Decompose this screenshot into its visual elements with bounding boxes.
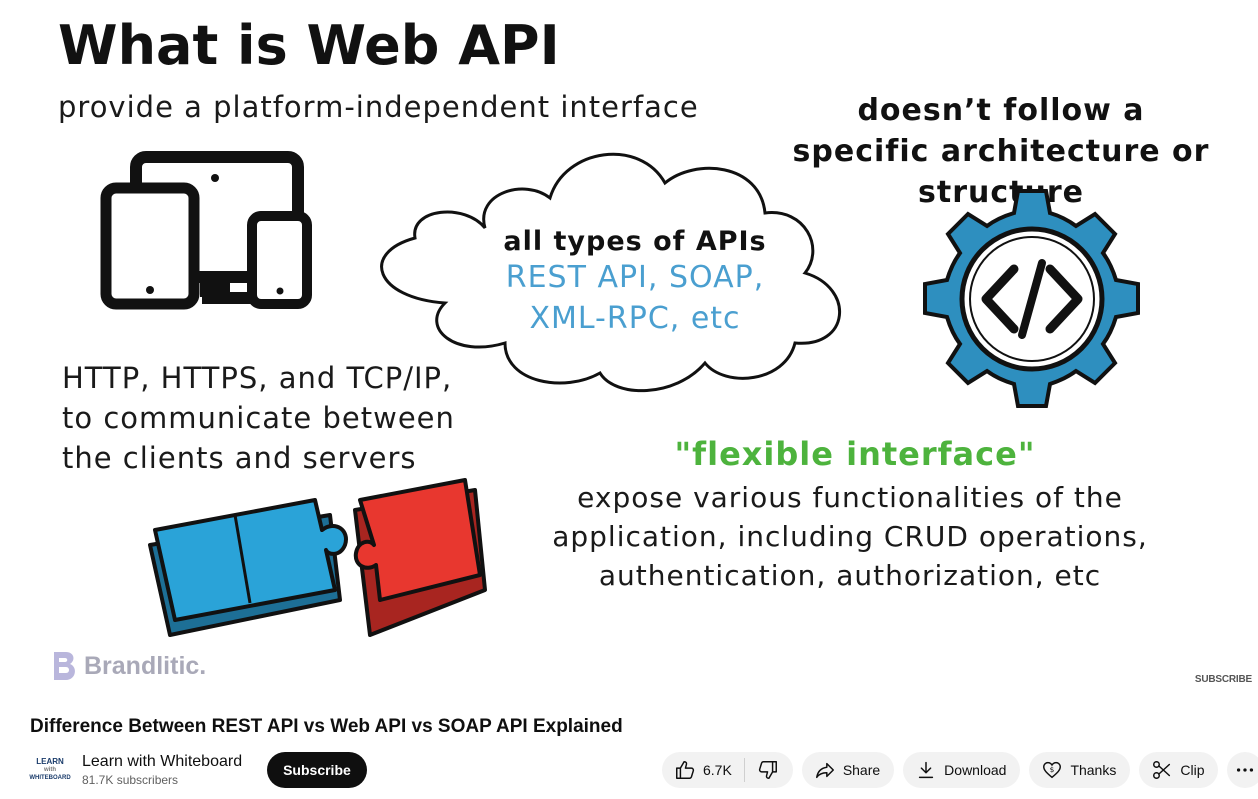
video-title: Difference Between REST API vs Web API v… — [30, 716, 623, 737]
share-label: Share — [842, 762, 881, 778]
thanks-button[interactable]: $ Thanks — [1029, 752, 1131, 788]
svg-text:$: $ — [1050, 765, 1055, 774]
download-icon — [919, 761, 934, 779]
cloud-text: all types of APIs REST API, SOAP, XML-RP… — [470, 226, 800, 339]
avatar-line2: with — [44, 767, 56, 773]
action-bar: 6.7K Share Download $ Thanks Clip — [662, 752, 1258, 788]
devices-illustration — [100, 151, 312, 310]
more-icon — [1237, 768, 1254, 772]
share-button[interactable]: Share — [801, 752, 895, 788]
download-label: Download — [944, 762, 1007, 778]
thumbs-down-icon — [758, 761, 777, 779]
video-player[interactable]: What is Web API provide a platform-indep… — [0, 0, 1258, 700]
scissors-icon — [1153, 761, 1171, 779]
puzzle-illustration — [148, 478, 487, 637]
like-button[interactable]: 6.7K — [662, 752, 744, 788]
flexible-body: expose various functionalities of the ap… — [552, 481, 1148, 592]
thanks-label: Thanks — [1070, 762, 1117, 778]
more-actions-button[interactable] — [1227, 752, 1258, 788]
subscribe-button[interactable]: Subscribe — [267, 752, 367, 788]
slide-right-heading: doesn’t follow a specific architecture o… — [792, 93, 1210, 210]
brand-name: Brandlitic. — [84, 651, 207, 680]
thumbs-up-icon — [676, 761, 695, 779]
protocols-text: HTTP, HTTPS, and TCP/IP, to communicate … — [62, 361, 455, 475]
like-divider — [743, 758, 745, 782]
cloud-heading: all types of APIs — [503, 226, 767, 257]
share-icon — [815, 762, 834, 779]
channel-info: Learn with Whiteboard 81.7K subscribers — [82, 753, 242, 787]
dislike-button[interactable] — [745, 752, 793, 788]
channel-row: LEARN with WHITEBOARD Learn with Whitebo… — [29, 750, 367, 790]
flexible-heading: "flexible interface" — [674, 435, 1036, 473]
brand-watermark: Brandlitic. — [52, 650, 206, 682]
channel-avatar[interactable]: LEARN with WHITEBOARD — [29, 750, 71, 790]
slide-title: What is Web API — [58, 14, 560, 77]
clip-button[interactable]: Clip — [1139, 752, 1219, 788]
subscriber-count: 81.7K subscribers — [82, 773, 179, 787]
slide-subtitle: provide a platform-independent interface — [58, 90, 699, 124]
thanks-icon: $ — [1043, 761, 1062, 779]
download-button[interactable]: Download — [903, 752, 1021, 788]
brand-logo-icon — [54, 652, 75, 680]
subscribe-watermark[interactable]: SUBSCRIBE — [1194, 674, 1252, 685]
avatar-line3: WHITEBOARD — [29, 775, 71, 781]
cloud-illustration — [380, 152, 842, 393]
avatar-line1: LEARN — [36, 757, 64, 766]
like-count: 6.7K — [703, 762, 732, 778]
clip-label: Clip — [1180, 762, 1205, 778]
like-dislike-group: 6.7K — [662, 752, 793, 788]
cloud-body: REST API, SOAP, XML-RPC, etc — [505, 260, 765, 336]
channel-name[interactable]: Learn with Whiteboard — [82, 753, 243, 770]
code-gear-illustration — [923, 189, 1140, 408]
